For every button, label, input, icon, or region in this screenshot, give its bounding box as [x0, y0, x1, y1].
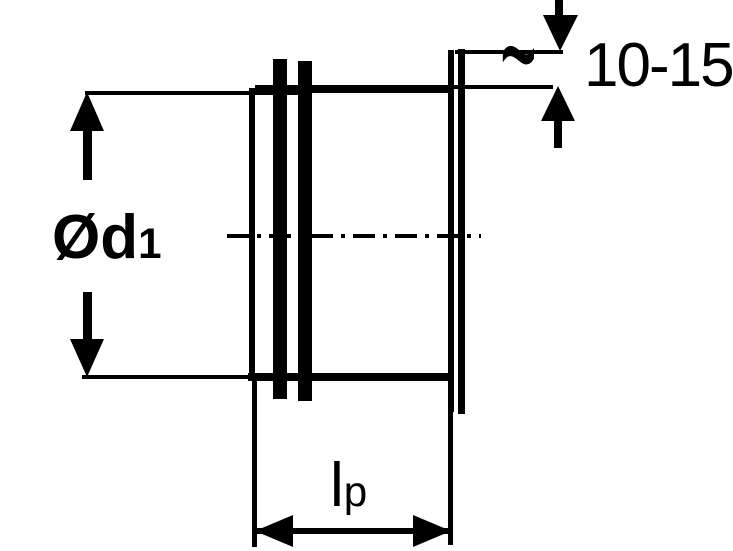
diameter-extension-line-top	[85, 91, 302, 95]
insertion-mark-bar-2	[298, 61, 312, 401]
pipe-left-edge	[249, 88, 255, 378]
pipe-end-line-outer	[458, 49, 465, 414]
insertion-depth-label: lp	[330, 455, 367, 517]
offset-arrow-up-icon	[541, 86, 575, 121]
insertion-mark-bar-1	[273, 59, 287, 399]
offset-range-label: 10-15	[584, 31, 733, 100]
pipe-bottom-edge	[248, 373, 453, 381]
depth-extension-line-right	[448, 412, 453, 545]
depth-arrow-right-icon	[413, 515, 451, 547]
depth-extension-line-left	[252, 381, 257, 547]
offset-extension-line-bottom	[452, 85, 553, 89]
diameter-arrow-down-icon	[70, 339, 104, 377]
offset-dim-stem-bottom	[554, 119, 562, 148]
offset-extension-line-top	[455, 50, 563, 54]
diameter-arrow-up-icon	[70, 92, 104, 131]
approx-tilde-symbol: ~	[500, 0, 537, 137]
offset-arrow-down-icon	[543, 15, 578, 51]
insertion-depth-label-main: l	[330, 451, 344, 520]
depth-arrow-left-icon	[255, 515, 293, 547]
pipe-end-line-inner	[448, 50, 454, 412]
diameter-label-subscript: 1	[138, 220, 162, 267]
offset-dim-stem-top	[555, 0, 563, 18]
diameter-dim-stem-top	[83, 127, 92, 180]
depth-dim-line	[256, 528, 450, 534]
insertion-depth-label-subscript: p	[343, 468, 368, 515]
pipe-top-edge	[255, 85, 452, 93]
diameter-extension-line-bottom	[82, 375, 253, 379]
diameter-dim-stem-bottom	[83, 292, 92, 347]
diameter-label-main: Ød	[52, 203, 139, 272]
diameter-label: Ød1	[52, 207, 162, 269]
